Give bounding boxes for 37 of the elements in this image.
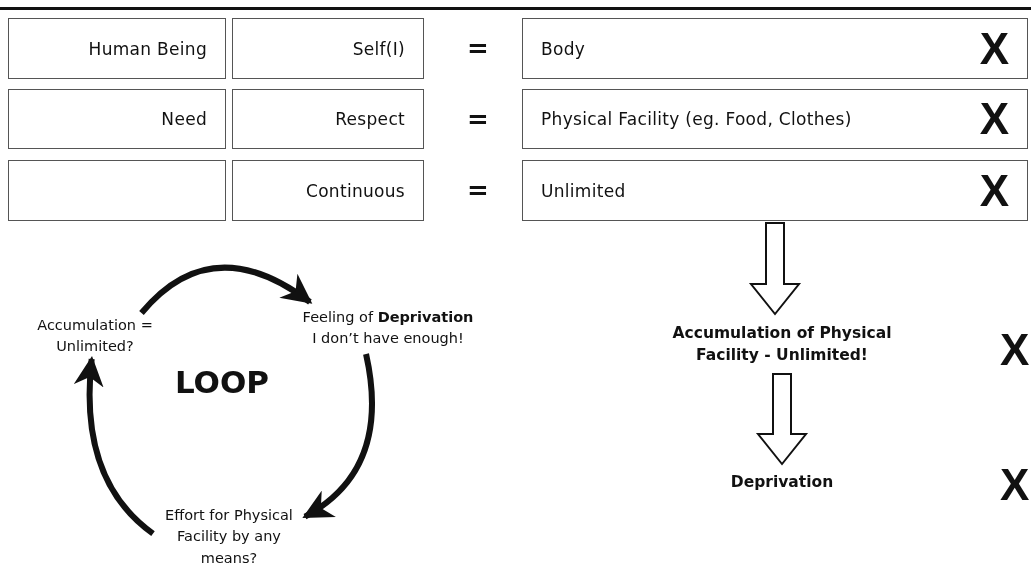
hollow-arrow: [755, 373, 809, 466]
hollow-arrow: [748, 222, 802, 316]
loop-step-text: Effort for Physical Facility by any means?: [164, 506, 294, 568]
text-box: [8, 18, 226, 79]
text-box: [8, 89, 226, 149]
box-label: Unlimited: [541, 180, 626, 201]
text-box: [232, 89, 424, 149]
equals-sign: =: [467, 33, 489, 63]
text-box: [522, 18, 1028, 79]
box-label: Respect: [335, 109, 405, 129]
text-box: [522, 160, 1028, 221]
box-label: Body: [541, 38, 586, 59]
result-text: Accumulation of Physical Facility - Unlimited!: [671, 322, 893, 366]
box-label: Physical Facility (eg. Food, Clothes): [541, 109, 852, 129]
box-label: Self(I): [352, 38, 405, 59]
cross-mark: X: [1000, 328, 1030, 372]
text-box: [232, 18, 424, 79]
empty-box: [8, 160, 226, 221]
curved-arrow: [302, 353, 375, 520]
loop-step-text: Accumulation = Unlimited?: [36, 316, 154, 356]
equals-sign: =: [467, 104, 489, 134]
result-text: Deprivation: [730, 471, 834, 493]
text-box: [232, 160, 424, 221]
curved-arrow: [139, 264, 313, 316]
text-box: [522, 89, 1028, 149]
box-label: Human Being: [88, 38, 207, 59]
box-label: Need: [161, 109, 207, 129]
loop-step-text: Feeling of Deprivation: [302, 308, 474, 327]
loop-step-text: I don’t have enough!: [312, 329, 464, 348]
loop-label: LOOP: [174, 364, 270, 400]
curved-arrow: [74, 356, 155, 536]
cross-mark: X: [979, 97, 1009, 141]
cross-mark: X: [1000, 463, 1030, 507]
cross-mark: X: [979, 168, 1009, 213]
cross-mark: X: [979, 26, 1009, 71]
equals-sign: =: [467, 175, 489, 205]
box-label: Continuous: [306, 180, 405, 201]
